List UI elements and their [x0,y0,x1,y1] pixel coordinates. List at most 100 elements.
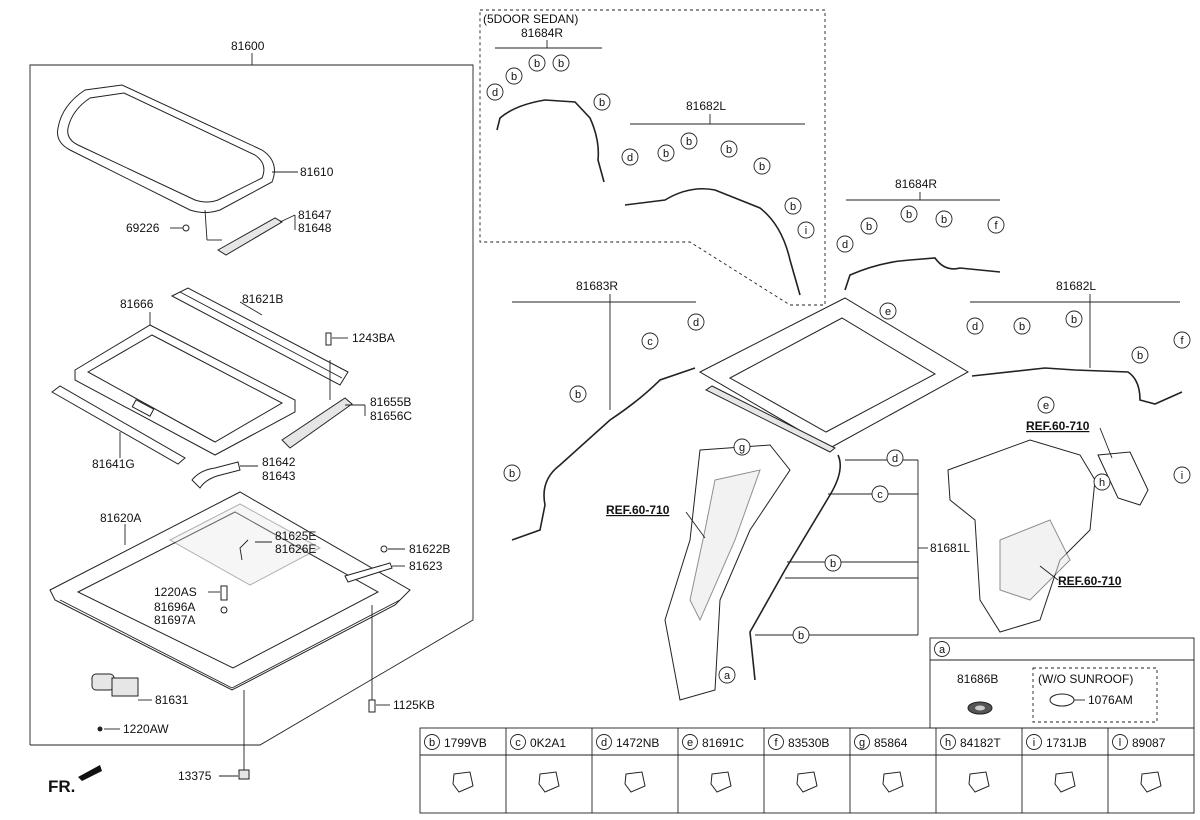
callout-81696A[interactable]: 81696A [154,600,195,614]
balloon-f [987,216,1005,234]
balloon-letter: b [511,71,517,83]
inset-wo-label: (W/O SUNROOF) [1038,672,1133,686]
callout-81643[interactable]: 81643 [262,469,296,483]
callout-81656C[interactable]: 81656C [370,409,412,423]
callout-81623[interactable]: 81623 [409,559,443,573]
callout-13375[interactable]: 13375 [178,769,212,783]
balloon-d [486,83,504,101]
glass-panel-inner [86,334,284,443]
deflector-arm [217,217,283,256]
ref-label-2[interactable]: REF.60-710 [1026,419,1090,433]
callout-81648[interactable]: 81648 [298,221,332,235]
balloon-letter: h [1099,477,1105,489]
sedan-callout-81682L[interactable]: 81682L [686,99,726,113]
balloon-letter: i [1181,470,1183,482]
balloon-letter: d [492,87,498,99]
callout-81626E[interactable]: 81626E [275,542,316,556]
legend-letter-i: i [1033,737,1035,749]
legend-letter-circle [768,734,784,750]
ref-label-3[interactable]: REF.60-710 [1058,574,1122,588]
balloon-i [797,221,815,239]
callout-81681L[interactable]: 81681L [930,541,970,555]
sedan-harness-l [624,187,801,296]
callout-81683R[interactable]: 81683R [576,279,618,293]
weatherstrip-inner [67,92,265,203]
legend-part-84182T[interactable]: 84182T [960,736,1001,750]
balloon-d [836,235,854,253]
callout-81600[interactable]: 81600 [231,39,265,53]
sunshade-strip [51,385,186,465]
legend-letter-circle [596,734,612,750]
callout-81697A[interactable]: 81697A [154,613,195,627]
balloon-letter: b [575,389,581,401]
legend-letter-f: f [774,737,778,749]
callout-69226[interactable]: 69226 [126,221,160,235]
latch-bracket [1097,451,1149,506]
balloon-letter: c [877,489,883,501]
sedan-callout-81684R[interactable]: 81684R [521,26,563,40]
callout-81682L[interactable]: 81682L [1056,279,1096,293]
callout-1220AW[interactable]: 1220AW [123,722,169,736]
callout-81625E[interactable]: 81625E [275,529,316,543]
deflector-81621B [170,287,349,386]
legend-letter-circle [854,734,870,750]
callout-81647[interactable]: 81647 [298,208,332,222]
callout-81622B[interactable]: 81622B [409,542,450,556]
legend-part-1731JB[interactable]: 1731JB [1046,736,1087,750]
clip-icon-i [1054,771,1076,793]
legend-part-1472NB[interactable]: 1472NB [616,736,659,750]
balloon-letter: b [686,136,692,148]
callout-81684R[interactable]: 81684R [895,177,937,191]
frame-opening [76,511,380,669]
callout-81621B[interactable]: 81621B [242,292,283,306]
callout-81620A[interactable]: 81620A [100,511,141,525]
balloon-letter: b [663,148,669,160]
sedan-harness-r [496,99,605,183]
legend-letter-d: d [601,737,607,749]
callout-81666[interactable]: 81666 [120,297,154,311]
callout-1220AS[interactable]: 1220AS [154,585,197,599]
callout-81631[interactable]: 81631 [155,693,189,707]
link-bracket [281,397,353,449]
harness-81681L [749,454,841,681]
callout-1125KB[interactable]: 1125KB [393,698,435,712]
legend-part-1799VB[interactable]: 1799VB [444,736,487,750]
callout-1243BA[interactable]: 1243BA [352,331,395,345]
inset-part-81686B[interactable]: 81686B [957,672,998,686]
sedan-inset: (5DOOR SEDAN) 81684R 81682L [479,9,826,306]
balloon-letter: c [647,336,653,348]
legend-letter-c: c [515,737,521,749]
legend-part-85864[interactable]: 85864 [874,736,908,750]
balloon-f [1173,331,1191,349]
balloon-g [733,438,751,456]
sunroof-assembly-group: 81600 81610 69226 81647 81648 81621B 816… [29,39,474,796]
balloon-letter: e [885,306,891,318]
legend-part-89087[interactable]: 89087 [1132,736,1166,750]
callout-81642[interactable]: 81642 [262,455,296,469]
callout-81641G[interactable]: 81641G [92,457,135,471]
balloon-letter: b [1071,314,1077,326]
balloon-c [641,332,659,350]
balloon-letter: b [830,558,836,570]
harness-81684R [844,257,1001,291]
legend-part-81691C[interactable]: 81691C [702,736,744,750]
ref-label-1[interactable]: REF.60-710 [606,503,670,517]
legend-letter-circle [940,734,956,750]
callout-81610[interactable]: 81610 [300,165,334,179]
balloon-b [552,54,570,72]
callout-81655B[interactable]: 81655B [370,395,411,409]
clip-icon-d [624,771,646,793]
pillar-ref [664,444,791,701]
legend-letter-g: g [859,737,865,749]
legend-part-83530B[interactable]: 83530B [788,736,829,750]
inset-wo-part[interactable]: 1076AM [1088,693,1133,707]
balloon-b [528,54,546,72]
harness-group: 81684R 81683R 81682L 81681L [511,177,1183,701]
harness-81683R [511,367,696,541]
legend-part-0K2A1[interactable]: 0K2A1 [530,736,566,750]
sedan-label: (5DOOR SEDAN) [483,12,578,26]
balloon-b [593,93,611,111]
